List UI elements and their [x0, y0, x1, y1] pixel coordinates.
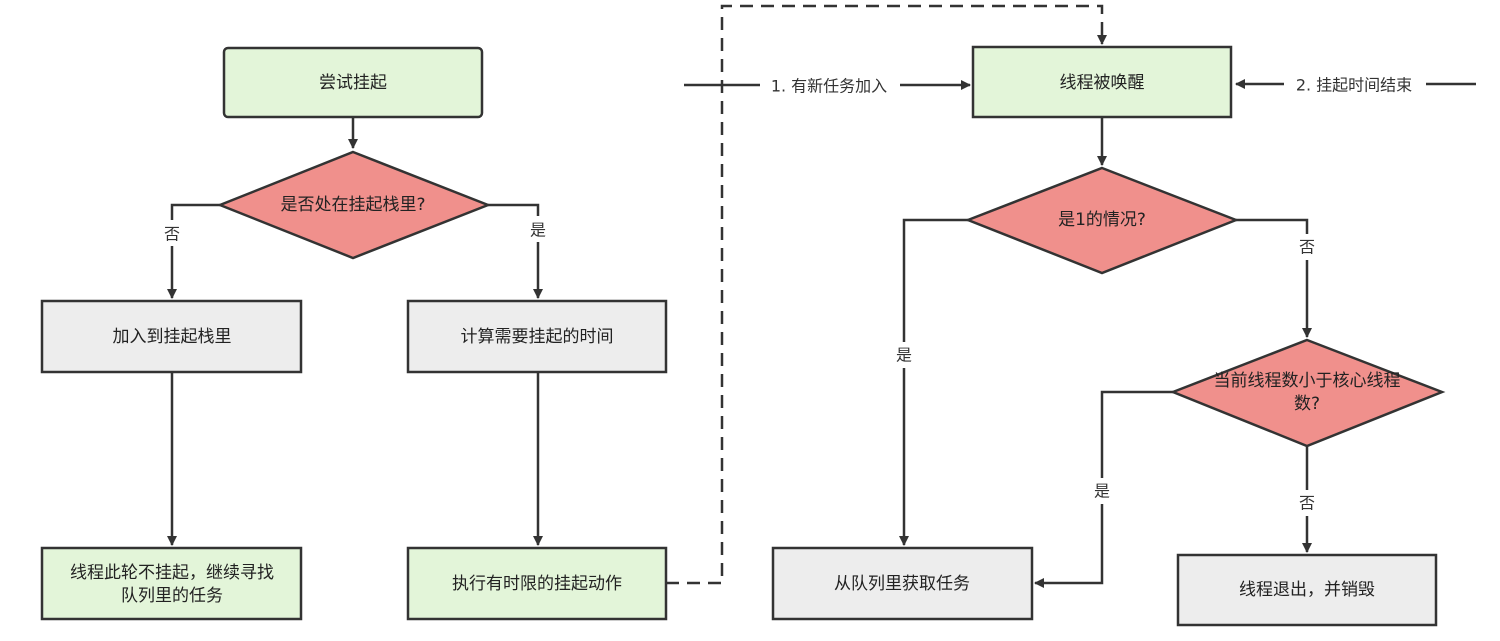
- node-thread-woken: 线程被唤醒: [971, 45, 1233, 119]
- edge-question-yes: [488, 203, 543, 299]
- edge-case1-yes: [899, 218, 968, 546]
- decision-case1-text: 是1的情况?: [1058, 210, 1146, 230]
- label-new-task: 1. 有新任务加入: [771, 77, 887, 96]
- node-thread-woken-text: 线程被唤醒: [1060, 73, 1145, 93]
- decision-in-stack: 是否处在挂起栈里?: [216, 150, 492, 260]
- node-try-suspend-text: 尝试挂起: [319, 73, 387, 93]
- label-timeout: 2. 挂起时间结束: [1296, 76, 1412, 95]
- node-thread-exit-text: 线程退出，并销毁: [1239, 580, 1375, 600]
- decision-in-stack-text: 是否处在挂起栈里?: [280, 195, 425, 215]
- node-try-suspend: 尝试挂起: [222, 46, 484, 119]
- node-no-suspend: 线程此轮不挂起，继续寻找 队列里的任务: [40, 546, 303, 621]
- node-add-to-stack-text: 加入到挂起栈里: [113, 327, 232, 347]
- label-no-3: 否: [1299, 494, 1315, 513]
- decision-core-threads-text-1: 当前线程数小于核心线程: [1214, 371, 1401, 391]
- node-no-suspend-text-2: 队列里的任务: [121, 586, 223, 606]
- label-yes-3: 是: [1094, 482, 1110, 501]
- label-yes-1: 是: [530, 221, 546, 240]
- node-timed-suspend: 执行有时限的挂起动作: [406, 546, 668, 621]
- node-timed-suspend-text: 执行有时限的挂起动作: [452, 574, 622, 594]
- label-no-1: 否: [164, 225, 180, 244]
- edge-question-no: [167, 203, 220, 299]
- edge-case1-no: [1236, 218, 1312, 338]
- node-no-suspend-text-1: 线程此轮不挂起，继续寻找: [70, 563, 274, 583]
- node-thread-exit: 线程退出，并销毁: [1176, 553, 1438, 627]
- label-no-2: 否: [1299, 238, 1315, 257]
- node-calc-time-text: 计算需要挂起的时间: [461, 327, 614, 347]
- decision-core-threads-text-2: 数?: [1294, 394, 1320, 414]
- label-yes-2: 是: [896, 346, 912, 365]
- node-calc-time: 计算需要挂起的时间: [406, 299, 668, 374]
- decision-core-threads: 当前线程数小于核心线程 数?: [1169, 338, 1446, 448]
- node-get-task-text: 从队列里获取任务: [834, 574, 970, 594]
- node-get-task: 从队列里获取任务: [771, 546, 1034, 621]
- node-add-to-stack: 加入到挂起栈里: [40, 299, 303, 374]
- edge-timed-to-woken: [666, 4, 1107, 585]
- decision-case1: 是1的情况?: [964, 166, 1240, 275]
